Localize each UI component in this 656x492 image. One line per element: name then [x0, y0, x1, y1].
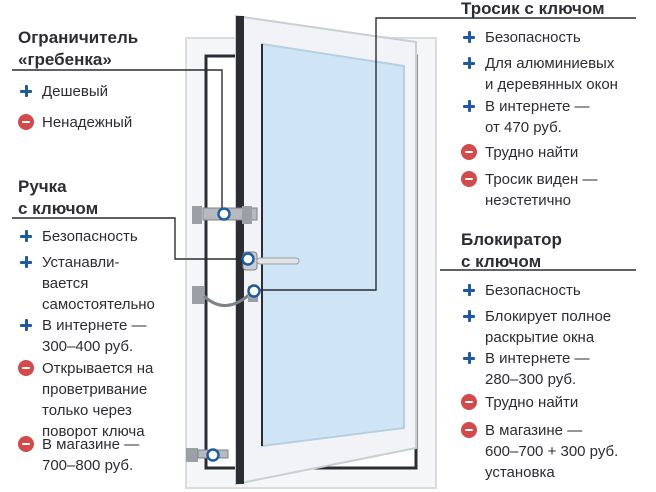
blocker-item-4: В магазине — 600–700 + 300 руб. установк… [461, 420, 618, 483]
marker-comb-limiter [217, 207, 231, 221]
limiter-item-0: Дешевый [18, 81, 108, 102]
plus-icon [461, 282, 477, 298]
plus-icon [461, 98, 477, 114]
limiter-title: Ограничитель «гребенка» [18, 27, 138, 71]
handle-item-0: Безопасность [18, 226, 138, 247]
blocker-item-0: Безопасность [461, 280, 581, 301]
plus-icon [461, 55, 477, 71]
handle-item-1: Устанавли- вается самостоятельно [18, 252, 155, 315]
blocker-item-1: Блокирует полное раскрытие окна [461, 306, 611, 348]
minus-icon [461, 394, 477, 410]
window-glass [261, 42, 405, 448]
handle-title-line2: с ключом [18, 199, 99, 218]
cable-item-1: Для алюминиевых и деревянных окон [461, 53, 618, 95]
cable-item-0: Безопасность [461, 27, 581, 48]
marker-blocker [206, 448, 220, 462]
plus-icon [461, 350, 477, 366]
blocker-title: Блокиратор с ключом [461, 229, 562, 273]
limiter-item-1: Ненадежный [18, 112, 132, 133]
blocker-title-line1: Блокиратор [461, 230, 562, 249]
minus-icon [18, 360, 34, 376]
handle-title-line1: Ручка [18, 177, 67, 196]
limiter-title-line2: «гребенка» [18, 50, 112, 69]
blocker-item-2: В интернете — 280–300 руб. [461, 348, 590, 390]
minus-icon [18, 114, 34, 130]
handle-item-3: Открывается на проветривание только чере… [18, 358, 153, 442]
marker-handle [241, 252, 255, 266]
plus-icon [18, 228, 34, 244]
cable-item-3: Трудно найти [461, 142, 578, 163]
cable-item-2: В интернете — от 470 руб. [461, 96, 590, 138]
handle-item-2: В интернете — 300–400 руб. [18, 315, 147, 357]
plus-icon [18, 317, 34, 333]
limiter-title-line1: Ограничитель [18, 28, 139, 47]
minus-icon [18, 436, 34, 452]
marker-cable-lock [247, 284, 261, 298]
handle-item-4: В магазине — 700–800 руб. [18, 434, 139, 476]
plus-icon [18, 254, 34, 270]
blocker-title-line2: с ключом [461, 252, 542, 271]
minus-icon [461, 144, 477, 160]
handle-title: Ручка с ключом [18, 176, 98, 220]
plus-icon [461, 308, 477, 324]
window-sash-edge [236, 16, 244, 484]
minus-icon [461, 422, 477, 438]
blocker-item-3: Трудно найти [461, 392, 578, 413]
plus-icon [18, 83, 34, 99]
minus-icon [461, 171, 477, 187]
cable-title: Тросик с ключом [461, 0, 605, 18]
cable-item-4: Тросик виден — неэстетично [461, 169, 598, 211]
plus-icon [461, 29, 477, 45]
